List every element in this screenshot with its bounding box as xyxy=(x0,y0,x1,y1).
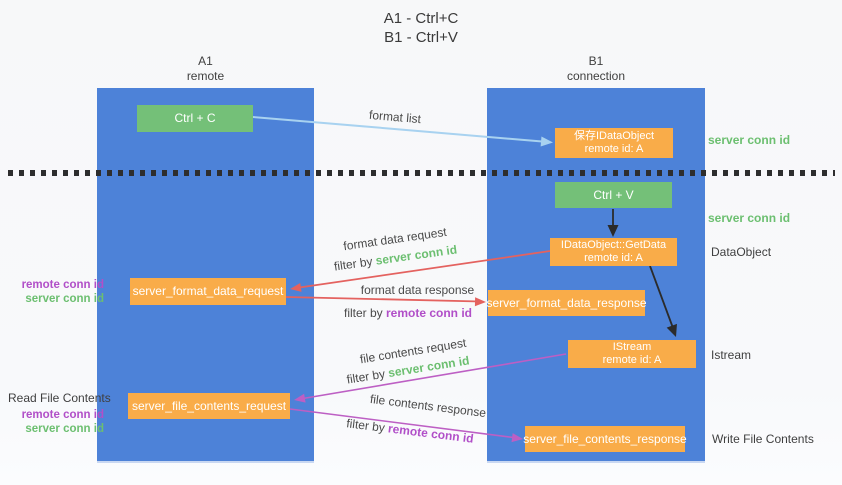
diagram-title: A1 - Ctrl+C B1 - Ctrl+V xyxy=(0,9,842,47)
format-request-label: server_format_data_request xyxy=(132,284,284,298)
istream-line2: remote id: A xyxy=(602,354,662,366)
getdata-line2: remote id: A xyxy=(584,252,643,264)
filter-by-text: filter by xyxy=(345,366,390,387)
session-separator-line xyxy=(8,170,835,176)
save-idataobject-node: 保存IDataObject remote id: A xyxy=(555,128,673,158)
lifeline-b1-role: connection xyxy=(566,69,626,83)
diagram-title-line2: B1 - Ctrl+V xyxy=(384,29,458,46)
filter-by-remote-conn-id-label-2: filter by remote conn id xyxy=(330,414,491,447)
istream-node: IStream remote id: A xyxy=(568,340,696,368)
diagram-title-line1: A1 - Ctrl+C xyxy=(383,10,459,27)
file-response-label: server_file_contents_response xyxy=(523,431,687,446)
server-format-data-request-node: server_format_data_request xyxy=(130,278,286,305)
lifeline-header-a1: A1 remote xyxy=(97,54,314,84)
filter-by-text: filter by xyxy=(345,416,390,436)
save-idataobject-line1: 保存IDataObject xyxy=(573,130,655,142)
ctrl-v-node: Ctrl + V xyxy=(555,182,672,208)
filter-by-text: filter by xyxy=(343,306,386,320)
server-file-contents-request-node: server_file_contents_request xyxy=(128,393,290,419)
remote-conn-id-text: remote conn id xyxy=(386,306,473,320)
server-conn-id-annotation-mid: server conn id xyxy=(708,211,791,225)
idataobject-getdata-node: IDataObject::GetData remote id: A xyxy=(550,238,677,266)
format-data-response-label: format data response xyxy=(360,283,475,297)
save-idataobject-line2: remote id: A xyxy=(584,143,644,155)
format-list-label: format list xyxy=(368,107,422,127)
remote-conn-id-annotation-left2: remote conn id xyxy=(21,409,104,421)
format-response-label: server_format_data_response xyxy=(486,295,647,310)
remote-conn-id-text: remote conn id xyxy=(387,421,475,446)
server-file-contents-response-node: server_file_contents_response xyxy=(523,426,687,452)
filter-by-text: filter by xyxy=(333,253,377,274)
lifeline-b1-name: B1 xyxy=(588,54,604,68)
file-request-label: server_file_contents_request xyxy=(131,398,287,413)
write-file-contents-annotation: Write File Contents xyxy=(712,432,814,446)
lifeline-a1-role: remote xyxy=(186,69,225,83)
istream-line1: IStream xyxy=(612,341,652,353)
server-conn-id-annotation-left2: server conn id xyxy=(25,423,104,435)
getdata-line1: IDataObject::GetData xyxy=(560,239,667,251)
ctrl-c-node: Ctrl + C xyxy=(137,105,253,132)
server-format-data-response-node: server_format_data_response xyxy=(486,290,647,316)
ctrl-v-label: Ctrl + V xyxy=(593,187,634,202)
filter-by-remote-conn-id-label-1: filter by remote conn id xyxy=(338,306,478,320)
dataobject-annotation: DataObject xyxy=(711,245,772,259)
ctrl-c-label: Ctrl + C xyxy=(174,111,216,125)
remote-conn-id-annotation-left1: remote conn id xyxy=(21,279,104,291)
read-file-contents-annotation: Read File Contents xyxy=(8,391,111,405)
lifeline-a1-name: A1 xyxy=(198,54,213,68)
server-conn-id-annotation-left1: server conn id xyxy=(25,293,104,305)
file-contents-response-label: file contents response xyxy=(369,391,487,421)
istream-annotation: Istream xyxy=(711,348,752,362)
server-conn-id-annotation-top: server conn id xyxy=(708,133,791,147)
lifeline-header-b1: B1 connection xyxy=(487,54,705,84)
